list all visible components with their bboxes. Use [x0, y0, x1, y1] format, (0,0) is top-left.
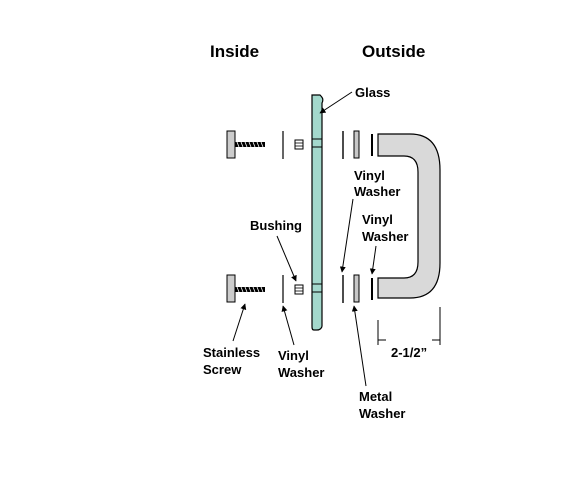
- label-vinyl-washer-right-line2: Washer: [362, 229, 408, 244]
- label-vinyl-washer-top-line1: Vinyl: [354, 168, 385, 183]
- leader-vinyl-washer-bottom: [281, 305, 295, 346]
- stainless-screw-bottom: [226, 274, 265, 303]
- leader-vinyl-washer-top: [339, 198, 354, 273]
- label-vinyl-washer-right-line1: Vinyl: [362, 212, 393, 227]
- label-bushing: Bushing: [250, 218, 302, 233]
- heading-outside: Outside: [362, 42, 425, 61]
- dimension-callout: [377, 307, 441, 345]
- leader-glass: [319, 91, 353, 114]
- bushing-top: [294, 139, 304, 150]
- glass-hole-bottom: [312, 283, 322, 293]
- pull-handle: [377, 133, 441, 299]
- bushing-bottom: [294, 284, 304, 295]
- label-glass: Glass: [355, 85, 390, 100]
- label-metal-washer-line2: Washer: [359, 406, 405, 421]
- label-stainless-screw-line1: Stainless: [203, 345, 260, 360]
- leader-metal-washer: [351, 305, 367, 387]
- label-vinyl-washer-top-line2: Washer: [354, 184, 400, 199]
- metal-washer-bottom: [353, 274, 360, 303]
- label-stainless-screw-line2: Screw: [203, 362, 242, 377]
- dimension-label: 2-1/2”: [391, 345, 427, 360]
- label-vinyl-washer-bottom-line1: Vinyl: [278, 348, 309, 363]
- glass-hole-top: [312, 138, 322, 148]
- leader-stainless-screw: [232, 303, 247, 342]
- leader-bushing: [276, 235, 297, 282]
- glass-panel: [311, 94, 324, 331]
- label-metal-washer-line1: Metal: [359, 389, 392, 404]
- label-vinyl-washer-bottom-line2: Washer: [278, 365, 324, 380]
- stainless-screw-top: [226, 130, 265, 159]
- heading-inside: Inside: [210, 42, 259, 61]
- leader-vinyl-washer-right: [369, 245, 377, 275]
- metal-washer-top: [353, 130, 360, 159]
